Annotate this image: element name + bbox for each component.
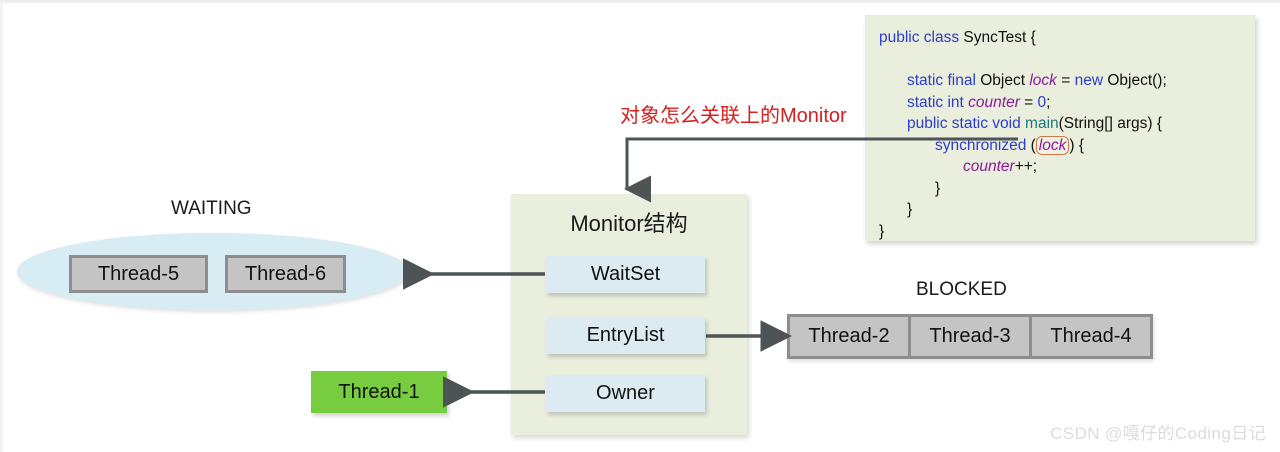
code-op-assign-2: =: [1019, 93, 1038, 111]
code-keyword-public-static-void: public static void: [907, 115, 1021, 132]
blocked-group-label: BLOCKED: [916, 279, 1007, 300]
thread-box-thread-2[interactable]: Thread-2: [787, 314, 911, 359]
code-literal-zero: 0: [1037, 93, 1047, 111]
code-brace-1: }: [935, 179, 941, 197]
thread-box-thread-6[interactable]: Thread-6: [225, 255, 346, 293]
code-class-name: SyncTest {: [959, 29, 1036, 46]
thread-box-thread-4[interactable]: Thread-4: [1029, 314, 1153, 359]
code-method-main: main: [1020, 115, 1059, 132]
code-paren-close: ) {: [1069, 136, 1085, 154]
code-keyword-new: new: [1074, 72, 1104, 89]
code-keyword-static-int: static int: [907, 93, 964, 111]
code-increment: ++;: [1014, 158, 1038, 175]
monitor-slot-owner[interactable]: Owner: [546, 375, 705, 412]
thread-box-thread-3[interactable]: Thread-3: [908, 314, 1032, 359]
code-var-counter-use: counter: [963, 158, 1015, 175]
code-paren-open: (: [1026, 136, 1036, 154]
code-object-ctor: Object();: [1103, 72, 1167, 89]
thread-box-thread-5[interactable]: Thread-5: [69, 255, 208, 293]
code-keyword-static-final: static final: [907, 72, 976, 89]
code-panel: public class SyncTest { static final Obj…: [865, 15, 1255, 241]
code-type-object: Object: [975, 72, 1030, 89]
thread-box-thread-1[interactable]: Thread-1: [311, 371, 447, 413]
code-op-assign-1: =: [1056, 72, 1075, 89]
monitor-slot-waitset[interactable]: WaitSet: [546, 256, 705, 293]
code-brace-3: }: [879, 222, 885, 240]
code-semicolon-1: ;: [1046, 93, 1051, 111]
code-method-args: (String[] args) {: [1058, 115, 1163, 132]
code-keyword-public-class: public class: [879, 29, 960, 46]
annotation-red-note: 对象怎么关联上的Monitor: [620, 105, 847, 127]
blocked-thread-row: Thread-2 Thread-3 Thread-4: [787, 314, 1153, 359]
monitor-structure-box: Monitor结构 WaitSet EntryList Owner: [511, 194, 747, 435]
code-brace-2: }: [907, 201, 913, 218]
code-var-counter-decl: counter: [963, 93, 1020, 111]
code-lock-highlight: lock: [1035, 135, 1070, 155]
waiting-group-label: WAITING: [171, 198, 252, 219]
monitor-slot-entrylist[interactable]: EntryList: [546, 317, 705, 354]
monitor-title: Monitor结构: [570, 211, 688, 236]
code-var-lock-decl: lock: [1029, 72, 1057, 89]
watermark: CSDN @嘎仔的Coding日记: [1050, 424, 1266, 443]
code-keyword-synchronized: synchronized: [935, 136, 1027, 154]
